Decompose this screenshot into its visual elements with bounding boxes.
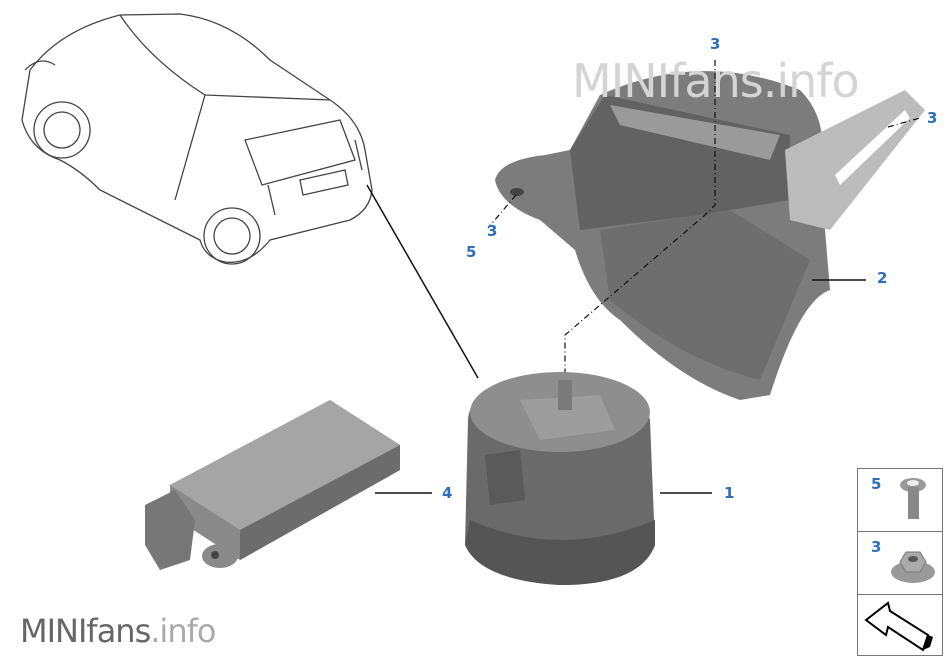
- legend-number: 3: [871, 538, 882, 556]
- arrow-icon: [864, 601, 933, 652]
- leader-assembly: [564, 60, 716, 378]
- screw-icon: [900, 478, 926, 519]
- callout-3-top[interactable]: 3: [710, 35, 721, 53]
- watermark-top: MINIfans.info: [572, 54, 860, 108]
- parts-legend: 5 3: [857, 468, 943, 656]
- callout-4[interactable]: 4: [442, 484, 453, 502]
- horn-part-1: [465, 372, 655, 585]
- legend-number: 5: [871, 475, 882, 493]
- callout-5-left[interactable]: 5: [466, 243, 477, 261]
- callout-2[interactable]: 2: [877, 269, 888, 287]
- watermark-brand: MINIfans: [20, 612, 151, 650]
- callout-1[interactable]: 1: [724, 484, 735, 502]
- legend-item-arrow[interactable]: [858, 595, 942, 655]
- car-outline: [21, 13, 373, 265]
- leader-car: [366, 184, 479, 379]
- watermark-suffix: .info: [150, 612, 216, 650]
- callout-3-left[interactable]: 3: [487, 222, 498, 240]
- callout-3-right[interactable]: 3: [927, 109, 938, 127]
- hex-nut-icon: [891, 551, 935, 583]
- legend-item-nut[interactable]: 3: [858, 532, 942, 595]
- legend-item-screw[interactable]: 5: [858, 469, 942, 532]
- control-module-part-4: [145, 400, 400, 570]
- bracket-part-2: [495, 71, 925, 401]
- watermark-bottom: MINIfans.info: [20, 612, 216, 650]
